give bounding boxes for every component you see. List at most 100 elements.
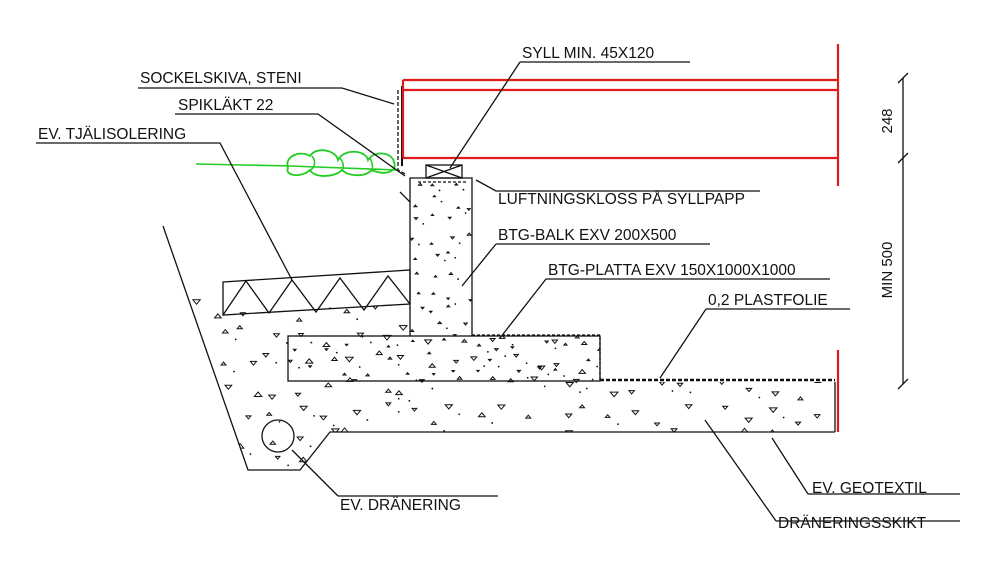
aggregate-mark bbox=[496, 404, 506, 411]
aggregate-dot bbox=[440, 200, 443, 203]
aggregate-mark bbox=[407, 391, 409, 392]
aggregate-mark bbox=[414, 271, 420, 275]
aggregate-mark bbox=[261, 353, 270, 358]
aggregate-mark bbox=[499, 447, 508, 452]
aggregate-dot bbox=[278, 420, 281, 423]
label-luftningskloss: LUFTNINGSKLOSS PÅ SYLLPAPP bbox=[498, 191, 745, 208]
aggregate-dot bbox=[504, 355, 507, 357]
aggregate-mark bbox=[538, 380, 545, 381]
aggregate-mark bbox=[489, 337, 497, 343]
aggregate-dot bbox=[456, 463, 458, 466]
btg-platta bbox=[287, 334, 601, 392]
aggregate-mark bbox=[704, 312, 714, 318]
aggregate-mark bbox=[475, 369, 481, 373]
aggregate-mark bbox=[300, 390, 302, 391]
labels: SOCKELSKIVA, STENI SPIKLÄKT 22 EV. TJÄLI… bbox=[38, 45, 927, 532]
aggregate-mark bbox=[384, 402, 392, 407]
aggregate-mark bbox=[435, 462, 446, 469]
aggregate-mark bbox=[574, 336, 581, 339]
aggregate-mark bbox=[561, 468, 570, 470]
aggregate-mark bbox=[684, 404, 693, 410]
leader-lines bbox=[36, 61, 960, 522]
aggregate-mark bbox=[435, 253, 441, 257]
label-sockelskiva: SOCKELSKIVA, STENI bbox=[140, 70, 302, 87]
aggregate-mark bbox=[411, 407, 418, 412]
aggregate-mark bbox=[589, 441, 599, 448]
aggregate-mark bbox=[398, 325, 409, 332]
aggregate-mark bbox=[651, 339, 660, 345]
aggregate-mark bbox=[605, 311, 615, 317]
aggregate-dot bbox=[483, 365, 486, 368]
aggregate-mark bbox=[236, 324, 244, 330]
aggregate-dot bbox=[617, 423, 619, 425]
aggregate-dot bbox=[497, 365, 500, 368]
aggregate-dot bbox=[313, 414, 315, 417]
aggregate-mark bbox=[813, 414, 822, 419]
aggregate-mark bbox=[512, 353, 520, 358]
aggregate-mark bbox=[768, 407, 779, 414]
aggregate-dot bbox=[443, 430, 446, 432]
aggregate-dot bbox=[525, 362, 528, 365]
ground-surface bbox=[195, 149, 399, 177]
syll-luftningskloss bbox=[418, 164, 466, 183]
aggregate-dot bbox=[782, 416, 785, 419]
aggregate-dot bbox=[758, 396, 761, 399]
aggregate-mark bbox=[323, 382, 333, 388]
aggregate-mark bbox=[199, 437, 209, 443]
aggregate-mark bbox=[445, 297, 451, 301]
aggregate-mark bbox=[553, 363, 560, 368]
aggregate-mark bbox=[677, 313, 688, 319]
aggregate-mark bbox=[246, 475, 251, 478]
aggregate-mark bbox=[330, 356, 339, 361]
aggregate-dot bbox=[234, 338, 237, 341]
aggregate-dot bbox=[450, 472, 452, 474]
aggregate-dot bbox=[249, 453, 252, 455]
aggregate-dot bbox=[462, 188, 465, 191]
aggregate-dot bbox=[585, 387, 588, 390]
aggregate-mark bbox=[489, 375, 497, 380]
aggregate-dot bbox=[526, 376, 529, 379]
aggregate-mark bbox=[430, 420, 438, 425]
aggregate-dot bbox=[852, 414, 854, 416]
aggregate-mark bbox=[244, 415, 252, 420]
aggregate-mark bbox=[395, 439, 405, 445]
aggregate-dot bbox=[619, 321, 622, 323]
label-draneringsskikt: DRÄNERINGSSKIKT bbox=[778, 515, 927, 532]
aggregate-mark bbox=[676, 382, 684, 388]
aggregate-mark bbox=[770, 391, 780, 397]
aggregate-mark bbox=[582, 464, 592, 470]
aggregate-mark bbox=[810, 365, 820, 371]
aggregate-mark bbox=[565, 316, 575, 323]
aggregate-dot bbox=[391, 467, 394, 470]
aggregate-dot bbox=[275, 361, 278, 364]
aggregate-mark bbox=[551, 339, 559, 345]
aggregate-mark bbox=[384, 388, 393, 393]
aggregate-mark bbox=[524, 414, 532, 419]
draneringsror bbox=[261, 419, 295, 453]
aggregate-mark bbox=[669, 307, 680, 313]
aggregate-mark bbox=[670, 428, 679, 433]
aggregate-mark bbox=[476, 343, 482, 347]
aggregate-mark bbox=[307, 365, 313, 369]
aggregate-mark bbox=[326, 304, 334, 309]
aggregate-dot bbox=[664, 348, 667, 351]
aggregate-mark bbox=[758, 336, 768, 343]
aggregate-mark bbox=[452, 359, 460, 364]
aggregate-mark bbox=[836, 298, 842, 302]
aggregate-mark bbox=[223, 384, 233, 391]
aggregate-dot bbox=[850, 442, 852, 444]
aggregate-mark bbox=[369, 446, 379, 452]
aggregate-mark bbox=[450, 369, 456, 373]
aggregate-mark bbox=[191, 299, 202, 305]
aggregate-mark bbox=[477, 412, 487, 418]
aggregate-mark bbox=[469, 356, 478, 362]
aggregate-mark bbox=[715, 447, 723, 452]
aggregate-mark bbox=[344, 356, 355, 363]
aggregate-dot bbox=[366, 419, 369, 421]
aggregate-dot bbox=[824, 375, 826, 377]
aggregate-mark bbox=[405, 371, 410, 375]
aggregate-mark bbox=[709, 355, 720, 361]
aggregate-mark bbox=[623, 304, 633, 310]
aggregate-mark bbox=[597, 388, 600, 390]
